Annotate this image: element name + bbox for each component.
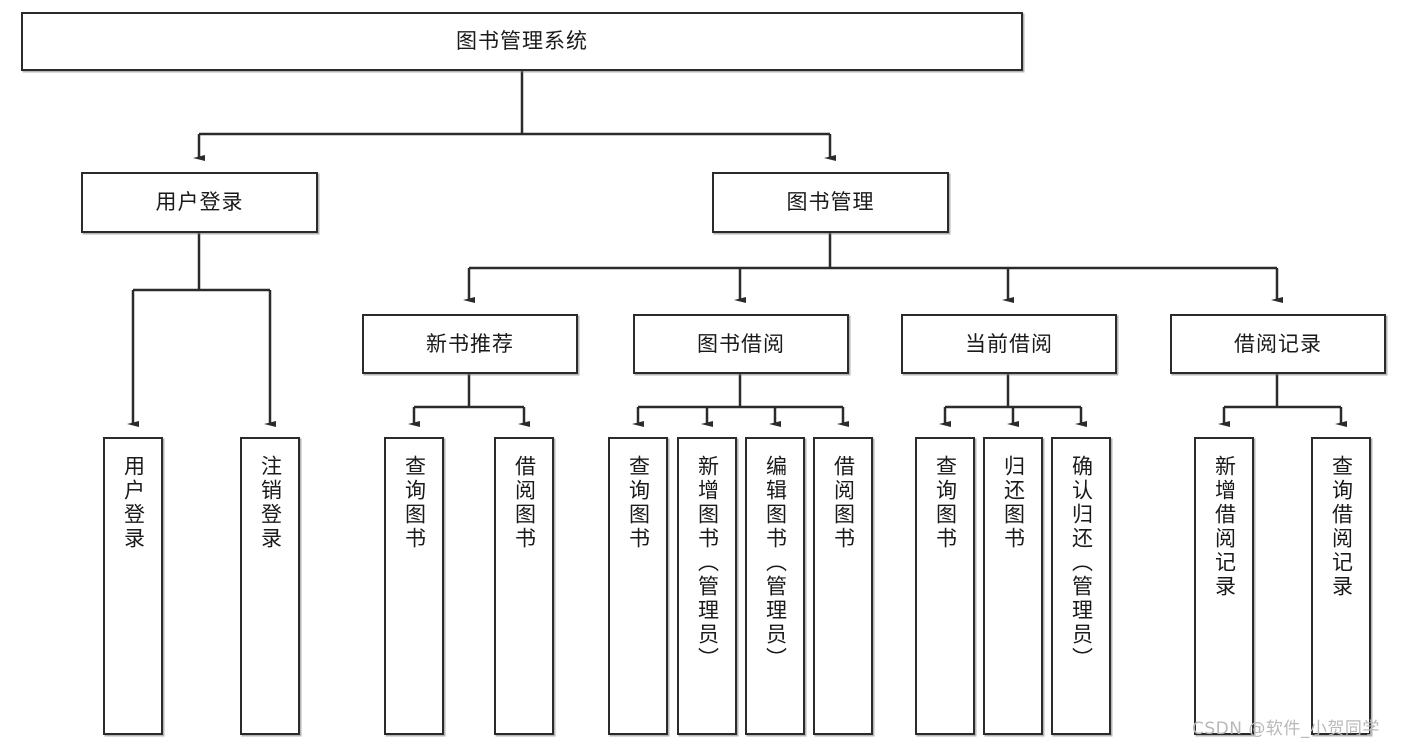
node-label: 图书管理系统 <box>456 29 588 54</box>
leaf-current-borrow-confirm-return-admin[interactable]: 确认归还（管理员） <box>1051 437 1111 735</box>
node-label: 查询图书 <box>626 455 651 551</box>
node-label: 归还图书 <box>1001 455 1026 551</box>
leaf-book-borrow-edit-book-admin[interactable]: 编辑图书（管理员） <box>745 437 805 735</box>
leaf-book-borrow-borrow-book[interactable]: 借阅图书 <box>813 437 873 735</box>
node-label: 确认归还（管理员） <box>1069 455 1094 671</box>
csdn-watermark: CSDN @软件_小贺同学 <box>1192 719 1380 739</box>
node-new-book-recommend[interactable]: 新书推荐 <box>362 314 578 374</box>
leaf-book-borrow-query-book[interactable]: 查询图书 <box>608 437 668 735</box>
node-label: 查询借阅记录 <box>1329 455 1354 599</box>
leaf-current-borrow-query-book[interactable]: 查询图书 <box>915 437 975 735</box>
node-label: 新增图书（管理员） <box>695 455 720 671</box>
node-label: 用户登录 <box>121 455 146 551</box>
node-book-management[interactable]: 图书管理 <box>712 172 949 233</box>
node-label: 编辑图书（管理员） <box>763 455 788 671</box>
leaf-new-book-borrow-book[interactable]: 借阅图书 <box>494 437 554 735</box>
node-user-login[interactable]: 用户登录 <box>81 172 318 233</box>
node-label: 当前借阅 <box>965 331 1053 356</box>
leaf-borrow-records-add-record[interactable]: 新增借阅记录 <box>1194 437 1254 735</box>
node-label: 借阅图书 <box>831 455 856 551</box>
leaf-borrow-records-query-record[interactable]: 查询借阅记录 <box>1311 437 1371 735</box>
node-borrow-records[interactable]: 借阅记录 <box>1170 314 1386 374</box>
node-label: 新增借阅记录 <box>1212 455 1237 599</box>
node-label: 新书推荐 <box>426 331 514 356</box>
node-label: 用户登录 <box>155 190 244 215</box>
node-label: 借阅记录 <box>1234 331 1322 356</box>
leaf-current-borrow-return-book[interactable]: 归还图书 <box>983 437 1043 735</box>
node-label: 注销登录 <box>258 455 283 551</box>
leaf-book-borrow-add-book-admin[interactable]: 新增图书（管理员） <box>677 437 737 735</box>
node-root-book-management-system[interactable]: 图书管理系统 <box>21 12 1023 71</box>
node-label: 查询图书 <box>402 455 427 551</box>
node-label: 图书管理 <box>786 190 875 215</box>
leaf-new-book-query-book[interactable]: 查询图书 <box>384 437 444 735</box>
leaf-user-login-logout[interactable]: 注销登录 <box>240 437 300 735</box>
node-label: 借阅图书 <box>512 455 537 551</box>
leaf-user-login-login[interactable]: 用户登录 <box>103 437 163 735</box>
node-label: 图书借阅 <box>697 331 785 356</box>
node-current-borrow[interactable]: 当前借阅 <box>901 314 1117 374</box>
node-label: 查询图书 <box>933 455 958 551</box>
node-book-borrow[interactable]: 图书借阅 <box>633 314 849 374</box>
